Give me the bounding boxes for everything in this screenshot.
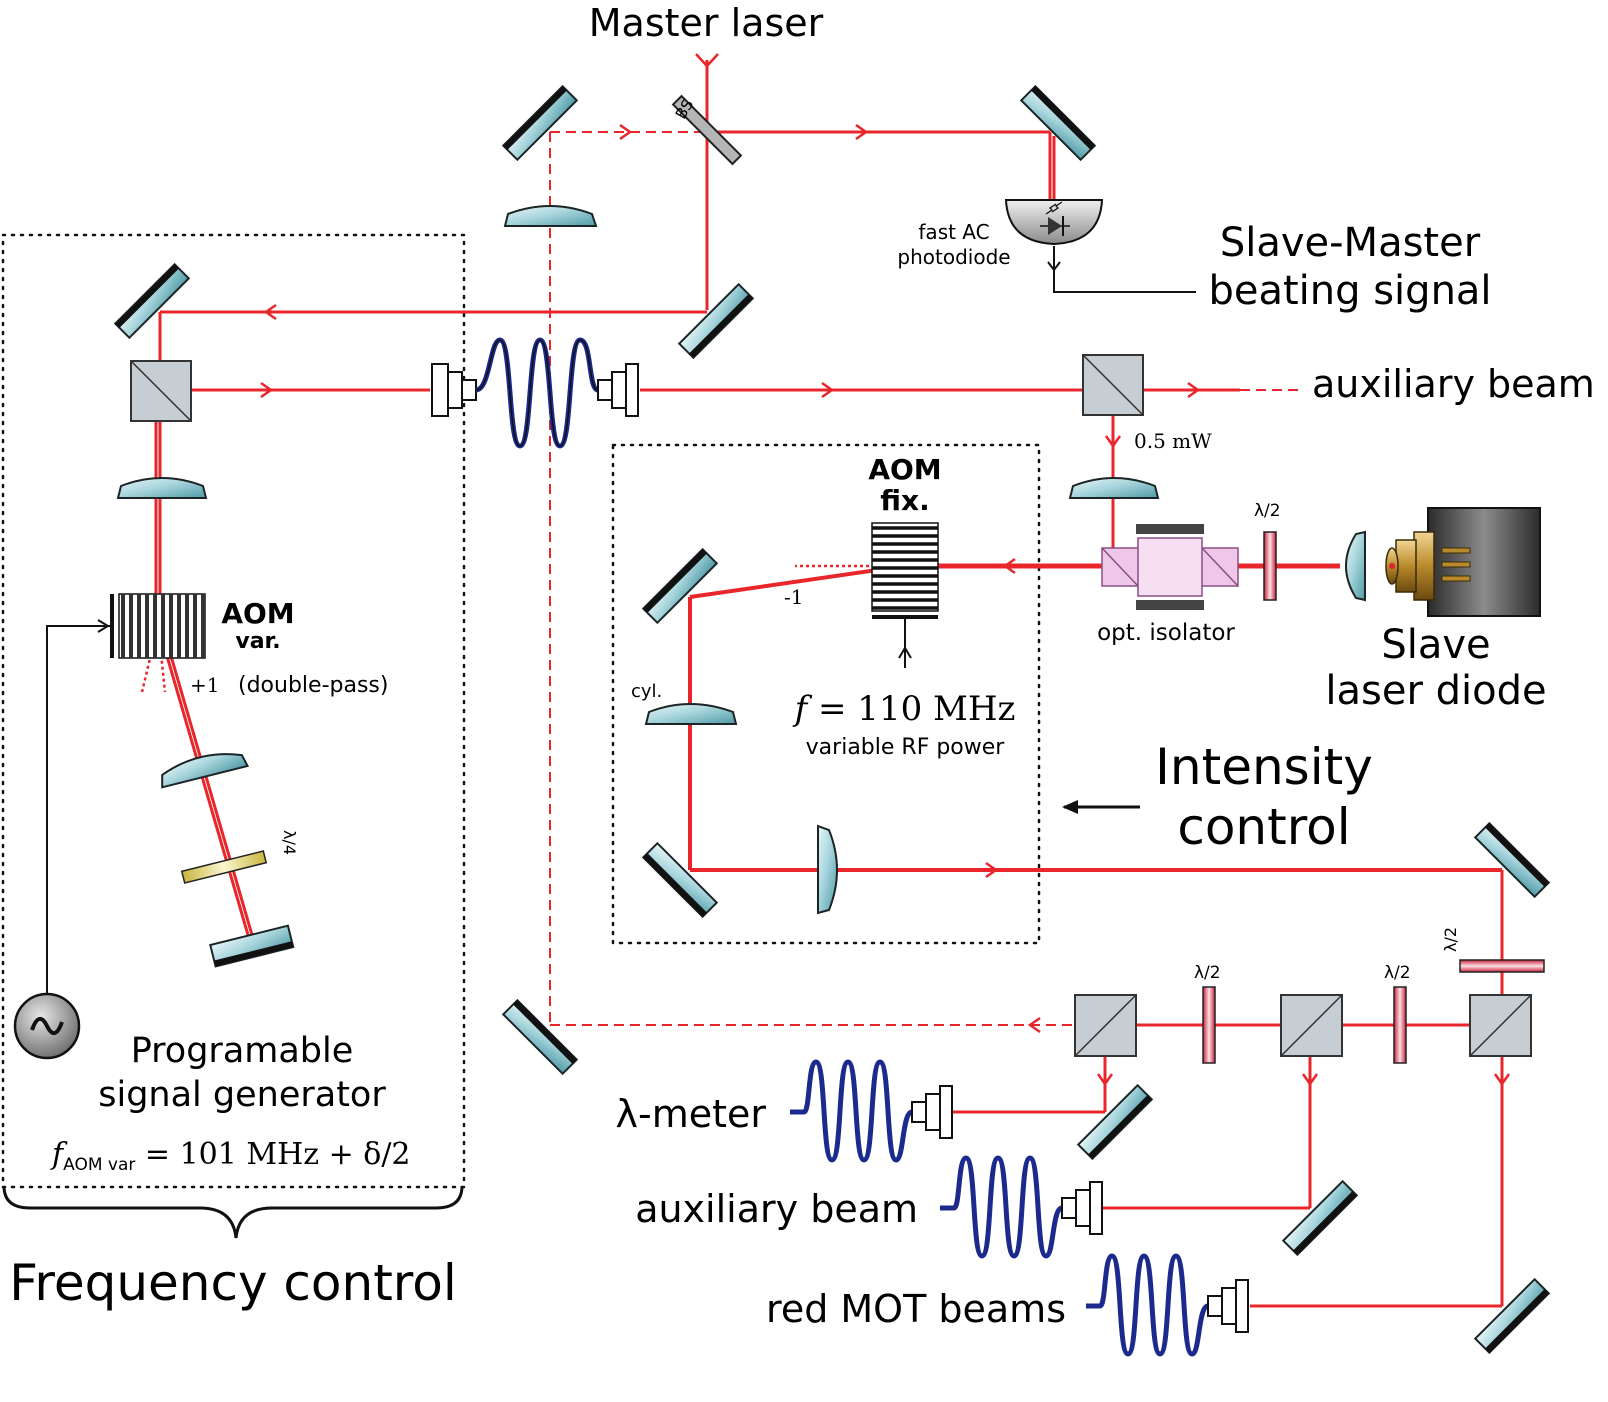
dashed-beam-paths	[549, 131, 1300, 1026]
mirror-intensity-top	[641, 547, 719, 625]
auxiliary-beam-bottom-label: auxiliary beam	[635, 1187, 918, 1231]
lambda2-a-label: λ/2	[1194, 963, 1221, 983]
master-laser-label: Master laser	[589, 1, 824, 45]
lambda4-label: λ/4	[280, 830, 299, 855]
slave-label-1: Slave	[1381, 622, 1490, 668]
beating-label-1: Slave-Master	[1220, 220, 1481, 266]
beating-label-2: beating signal	[1208, 268, 1491, 314]
aom-fix-label-2: fix.	[880, 484, 929, 517]
aom-var-label-1: AOM	[221, 597, 294, 630]
pbs-cube-bottom-1	[1074, 994, 1137, 1057]
intensity-arrow	[1062, 800, 1140, 814]
fiber-main	[475, 337, 600, 449]
half-waveplate-b	[1393, 986, 1407, 1064]
slave-label-2: laser diode	[1325, 668, 1546, 714]
lambda2-right-label: λ/2	[1441, 927, 1460, 952]
f-fix-formula: f = 110 MHz	[792, 689, 1016, 729]
signal-generator-icon	[13, 992, 81, 1060]
photodiode-wire	[1047, 246, 1196, 293]
fiber-coupler-auxiliary	[1061, 1181, 1103, 1235]
lens-before-isolator	[1068, 477, 1160, 499]
photodiode-icon	[1004, 199, 1104, 246]
pbs-cube-bottom-2	[1280, 994, 1343, 1057]
lens-left-vertical	[116, 477, 208, 499]
f-var-subscript: AOM var	[63, 1155, 135, 1175]
pbs-cube-bottom-3	[1469, 994, 1532, 1057]
cyl-label: cyl.	[631, 681, 662, 702]
intensity-label-1: Intensity	[1155, 738, 1373, 796]
half-waveplate-a	[1202, 986, 1216, 1064]
mirror-lambda-meter	[1076, 1083, 1154, 1161]
siggen-label-1: Programable	[131, 1031, 354, 1071]
mirror-left-top	[113, 262, 191, 340]
signal-generator-wire	[46, 619, 110, 995]
beam-splitter-plate	[671, 94, 743, 166]
lens-double-pass	[161, 753, 250, 789]
order-plus1-label: +1	[190, 673, 219, 697]
f-var-value: = 101 MHz + δ/2	[135, 1137, 410, 1172]
order-minus1-label: -1	[784, 585, 803, 609]
fiber-coupler-red-mot	[1207, 1279, 1249, 1333]
pbs-cube-left	[130, 360, 192, 422]
intensity-label-2: control	[1177, 798, 1350, 856]
lens-dashed-path	[503, 205, 598, 227]
auxiliary-beam-top-label: auxiliary beam	[1312, 362, 1595, 406]
fiber-auxiliary	[940, 1155, 1064, 1259]
photodiode-label-1: fast AC	[918, 220, 989, 244]
mirror-master-turn	[677, 282, 755, 360]
aom-fixed	[871, 522, 939, 668]
frequency-control-box	[1, 233, 466, 1189]
double-pass-label: (double-pass)	[238, 673, 388, 698]
half-waveplate-isolator	[1263, 531, 1277, 601]
mirror-red-mot	[1473, 1277, 1551, 1355]
mirror-double-pass-retro	[209, 924, 295, 968]
f-fix-value: = 110 MHz	[807, 689, 1015, 729]
lens-slave-collimation	[1345, 530, 1366, 602]
quarter-waveplate	[180, 850, 268, 884]
mirror-auxiliary	[1281, 1179, 1359, 1257]
optical-isolator	[1101, 524, 1239, 610]
lambda2-b-label: λ/2	[1384, 963, 1411, 983]
fiber-lambda-meter	[790, 1059, 914, 1163]
photodiode-label-2: photodiode	[897, 245, 1010, 269]
lambda-meter-label: λ-meter	[616, 1092, 767, 1136]
opt-isolator-label: opt. isolator	[1097, 620, 1235, 646]
red-mot-label: red MOT beams	[766, 1287, 1066, 1331]
lens-cylindrical	[644, 703, 738, 725]
mirror-intensity-bottom	[641, 841, 719, 919]
fiber-coupler-left	[431, 363, 477, 417]
fiber-red-mot	[1086, 1253, 1210, 1357]
mirror-top-right	[1019, 84, 1097, 162]
aom-fix-label-1: AOM	[868, 453, 941, 486]
f-var-formula: fAOM var = 101 MHz + δ/2	[50, 1137, 411, 1175]
mirror-right-top	[1473, 821, 1551, 899]
aom-var-label-2: var.	[235, 629, 280, 654]
half-waveplate-right	[1459, 959, 1545, 973]
siggen-label-2: signal generator	[98, 1075, 386, 1115]
slave-laser-diode	[1385, 507, 1541, 617]
frequency-control-label: Frequency control	[9, 1254, 457, 1312]
fiber-main-outline	[475, 339, 599, 447]
mirror-dashed-bottom	[501, 998, 579, 1076]
aom-variable	[110, 593, 206, 659]
lens-intensity-horizontal	[817, 824, 838, 915]
power-label: 0.5 mW	[1134, 429, 1212, 453]
fiber-coupler-right	[597, 363, 639, 417]
intensity-control-box	[611, 443, 1041, 945]
variable-rf-label: variable RF power	[806, 735, 1006, 760]
beam-arrows	[260, 53, 1511, 1087]
lambda2-isolator-label: λ/2	[1254, 501, 1281, 521]
frequency-control-brace	[2, 1185, 464, 1239]
pbs-cube-top-right	[1082, 354, 1144, 416]
mirror-top-left-dashed	[501, 84, 579, 162]
fiber-coupler-lambda-meter	[911, 1085, 953, 1139]
